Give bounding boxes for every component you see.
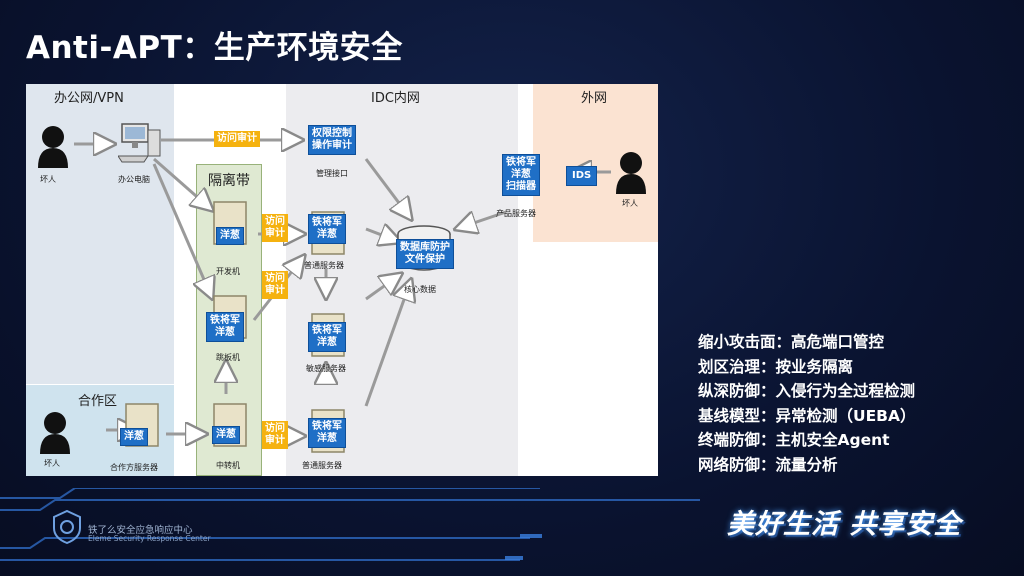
org-name-cn: 铁了么安全应急响应中心 bbox=[88, 525, 193, 536]
external-zone-label: 外网 bbox=[581, 91, 608, 106]
mgmt-interface-label: 管理接口 bbox=[316, 169, 348, 178]
bad-guy-label: 坏人 bbox=[44, 459, 60, 468]
list-item: 划区治理：按业务隔离 bbox=[698, 357, 854, 376]
access-audit-badge-3: 访问 审计 bbox=[262, 421, 288, 449]
partner-zone-label: 合作区 bbox=[78, 394, 118, 409]
bad-guy-label: 坏人 bbox=[40, 175, 56, 184]
normal-server-label: 普通服务器 bbox=[302, 461, 342, 470]
list-item: 基线模型：异常检测（UEBA） bbox=[698, 406, 916, 425]
scanner-badge: 铁将军 洋葱 扫描器 bbox=[502, 154, 540, 196]
access-audit-badge-1: 访问 审计 bbox=[262, 214, 288, 242]
page-title: Anti-APT：生产环境安全 bbox=[26, 30, 403, 66]
dev-machine-label: 开发机 bbox=[216, 267, 240, 276]
footer-decoration bbox=[0, 488, 700, 561]
office-pc-label: 办公电脑 bbox=[118, 175, 150, 184]
relay-label: 中转机 bbox=[216, 461, 240, 470]
access-audit-badge-2: 访问 审计 bbox=[262, 271, 288, 299]
slogan: 美好生活 共享安全 bbox=[727, 509, 962, 540]
sensitive-server-label: 敏感服务器 bbox=[306, 364, 346, 373]
org-logo-icon bbox=[53, 510, 81, 544]
db-protection-badge: 数据库防护 文件保护 bbox=[396, 239, 454, 269]
tiejiangjun-badge: 铁将军 洋葱 bbox=[308, 418, 346, 448]
core-data-label: 核心数据 bbox=[404, 285, 436, 294]
zone-divider bbox=[26, 384, 174, 385]
access-audit-badge: 访问审计 bbox=[214, 131, 260, 147]
bad-guy-label: 坏人 bbox=[622, 199, 638, 208]
tiejiangjun-badge: 铁将军 洋葱 bbox=[206, 312, 244, 342]
office-zone-label: 办公网/VPN bbox=[54, 91, 124, 106]
bad-guy-icon bbox=[616, 152, 646, 194]
list-item: 网络防御：流量分析 bbox=[698, 455, 838, 474]
computer-icon bbox=[118, 123, 161, 163]
list-item: 缩小攻击面：高危端口管控 bbox=[698, 333, 885, 351]
defense-strategy-list: 缩小攻击面：高危端口管控 划区治理：按业务隔离 纵深防御：入侵行为全过程检测 基… bbox=[698, 330, 916, 477]
jump-host-label: 跳板机 bbox=[216, 353, 240, 362]
ids-badge: IDS bbox=[566, 166, 598, 186]
product-server-label: 产品服务器 bbox=[496, 209, 536, 218]
list-item: 终端防御：主机安全Agent bbox=[698, 431, 890, 449]
yangcong-badge: 洋葱 bbox=[216, 227, 244, 245]
permission-control-badge: 权限控制 操作审计 bbox=[308, 125, 356, 155]
org-name-en: Eleme Security Response Center bbox=[88, 534, 211, 543]
idc-zone-label: IDC内网 bbox=[371, 91, 420, 106]
bad-guy-icon bbox=[38, 126, 68, 168]
network-diagram: 办公网/VPN 隔离带 IDC内网 外网 合作区 bbox=[26, 84, 658, 476]
bad-guy-icon bbox=[40, 412, 70, 454]
normal-server-label: 普通服务器 bbox=[304, 261, 344, 270]
tiejiangjun-badge: 铁将军 洋葱 bbox=[308, 214, 346, 244]
isolation-zone-label: 隔离带 bbox=[208, 173, 250, 189]
yangcong-badge: 洋葱 bbox=[212, 426, 240, 444]
yangcong-badge: 洋葱 bbox=[120, 428, 148, 446]
partner-server-label: 合作方服务器 bbox=[110, 463, 158, 472]
list-item: 纵深防御：入侵行为全过程检测 bbox=[698, 382, 916, 400]
tiejiangjun-badge: 铁将军 洋葱 bbox=[308, 322, 346, 352]
